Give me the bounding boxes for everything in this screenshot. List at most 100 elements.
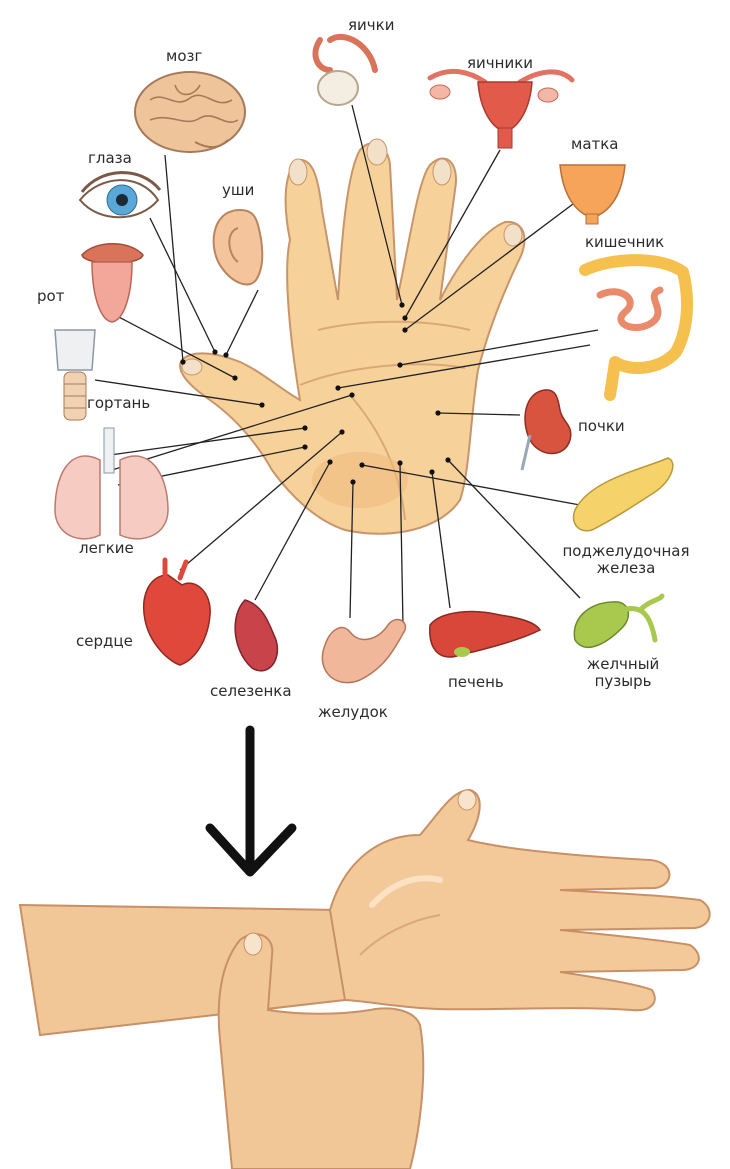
palm-shadow (312, 452, 408, 508)
label-glaza: глаза (88, 149, 132, 167)
pressing-hand (217, 933, 425, 1169)
palm-crease (299, 363, 466, 386)
reflex-point (359, 462, 365, 468)
leader-line-pochki (437, 412, 521, 416)
leader-line-yaichki (351, 104, 403, 306)
leader-line-pechen (431, 471, 451, 609)
leader-lines (94, 104, 599, 626)
leader-line-ushi (225, 289, 259, 356)
label-line: желчный (586, 655, 660, 673)
leader-line-mozg (164, 154, 184, 363)
fingernail (366, 138, 388, 166)
reflex-point (435, 410, 441, 416)
gallbladder-icon (573, 593, 665, 649)
stomach-icon (321, 618, 407, 684)
label-line: железа (596, 559, 656, 577)
reflex-points (180, 302, 451, 485)
reflex-point (445, 457, 451, 463)
reflex-point (259, 402, 265, 408)
reflex-point (232, 375, 238, 381)
label-mozg: мозг (166, 47, 203, 65)
fingernail (503, 223, 523, 247)
label-zhelchny-puzyr: желчный пузырь (573, 656, 673, 690)
heart-icon (143, 557, 211, 666)
reflex-point (339, 429, 345, 435)
pancreas-icon (572, 457, 674, 532)
reflex-point (399, 302, 405, 308)
label-line: пузырь (594, 672, 652, 690)
hand-crease (359, 914, 441, 956)
leader-line-serdce (179, 431, 343, 571)
receiving-hand (328, 788, 711, 1012)
arrow-down-icon (205, 823, 297, 877)
palm-hand (179, 138, 526, 535)
leader-line-gortan (94, 379, 263, 406)
reflex-point (397, 460, 403, 466)
leader-line-podzhelud (361, 464, 581, 506)
spleen-icon (234, 599, 279, 672)
leader-line-selezenka (254, 461, 331, 601)
fingernail (432, 158, 452, 186)
leader-line-legkie (111, 394, 353, 471)
reflex-point (402, 327, 408, 333)
fingernail (181, 358, 203, 376)
label-legkie: легкие (79, 539, 134, 557)
lungs-icon (54, 427, 169, 540)
palm-hand-silhouette (179, 142, 526, 535)
label-gortan: гортань (87, 394, 151, 412)
reflex-point (402, 315, 408, 321)
ear-icon (212, 208, 264, 286)
label-ushi: уши (222, 181, 255, 199)
reflex-point (335, 385, 341, 391)
label-kishechnik: кишечник (585, 233, 665, 251)
leader-line-glaza (149, 217, 216, 353)
leader-line-zhelchny (447, 459, 581, 599)
uterus-icon (559, 164, 626, 225)
ovaries-icon (427, 68, 575, 149)
reflex-point (327, 459, 333, 465)
wrist-press-illustration (18, 725, 711, 1169)
label-rot: рот (37, 287, 65, 305)
reflex-point (180, 359, 186, 365)
leader-line-yaichniki (404, 149, 501, 319)
hand-highlight (369, 875, 443, 908)
reflex-point (350, 479, 356, 485)
palm-crease (317, 320, 471, 331)
leader-line-rot (114, 314, 236, 379)
label-serdce: сердце (76, 632, 133, 650)
leader-line-kishechnik (337, 344, 591, 389)
label-pechen: печень (448, 673, 504, 691)
fingernail (288, 158, 308, 186)
leader-line-zheludok (349, 481, 354, 619)
reflex-point (429, 469, 435, 475)
kidney-icon (520, 389, 572, 471)
thumbnail (243, 932, 263, 956)
reflex-point (349, 392, 355, 398)
label-line: поджелудочная (562, 542, 690, 560)
thumbnail (457, 789, 477, 811)
reflex-point (397, 362, 403, 368)
brain-icon (134, 71, 246, 153)
label-pochki: почки (578, 417, 625, 435)
reflex-point (302, 444, 308, 450)
reflex-point (212, 349, 218, 355)
label-podzheludochnaya: поджелудочная железа (556, 543, 696, 577)
intestine-icon (579, 254, 694, 401)
reflex-point (223, 352, 229, 358)
label-zheludok: желудок (318, 703, 388, 721)
eye-icon (78, 171, 162, 219)
label-selezenka: селезенка (210, 682, 292, 700)
testicles-icon (312, 33, 378, 106)
leader-line-kishechnik (399, 329, 599, 366)
liver-icon (429, 610, 542, 658)
palm-crease (349, 394, 406, 521)
leader-line-matka (404, 194, 586, 331)
reflex-point (302, 425, 308, 431)
leader-line-legkie (109, 427, 306, 456)
label-matka: матка (571, 135, 619, 153)
larynx-icon (54, 329, 96, 421)
label-yaichki: яички (348, 16, 395, 34)
label-yaichniki: яичники (467, 54, 533, 72)
